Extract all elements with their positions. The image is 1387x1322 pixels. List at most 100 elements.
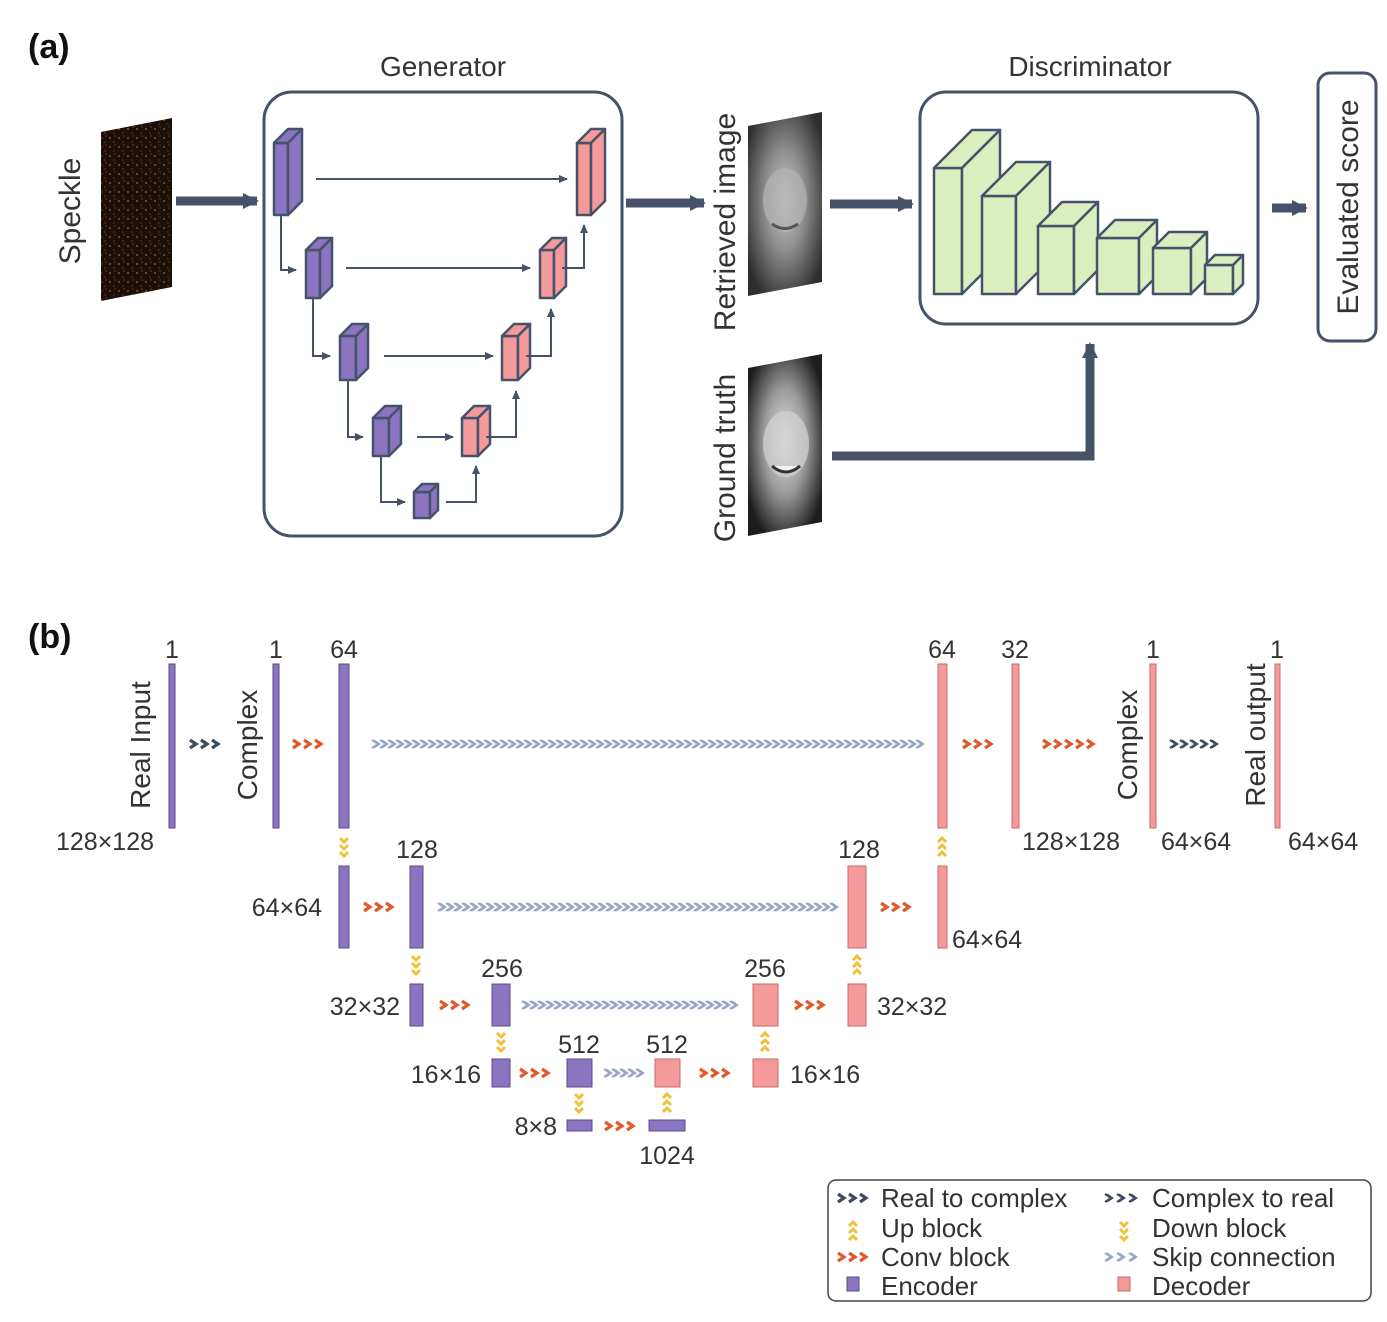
block-enc-64b [338, 865, 350, 949]
legend-up-block: Up block [881, 1213, 983, 1243]
retrieved-label: Retrieved image [709, 113, 742, 331]
channel-label: 256 [481, 955, 523, 983]
block-dec-512 [654, 1058, 681, 1088]
channel-label: 1 [1146, 636, 1160, 664]
down-block-arrow [495, 1031, 507, 1054]
conv-arrow [962, 738, 994, 750]
conv-arrow [880, 901, 912, 913]
block-dec-128 [847, 865, 867, 949]
block-enc-512b [566, 1119, 593, 1132]
down-block-arrow [338, 836, 350, 859]
panel-a-label: (a) [28, 28, 70, 66]
legend-up-block-icon [847, 1219, 859, 1242]
up-block-arrow [759, 1030, 771, 1053]
channel-label: 64 [928, 636, 956, 664]
real-output-label: Real output [1240, 663, 1271, 806]
conv-arrow [794, 999, 826, 1011]
complex-to-real-arrow [1169, 739, 1219, 749]
channel-label: 128 [838, 836, 880, 864]
block-enc-256 [491, 983, 511, 1027]
channel-label: 1024 [639, 1142, 695, 1170]
size-label: 16×16 [790, 1061, 860, 1089]
encoder-blocks [168, 663, 686, 1132]
complex-in-label: Complex [232, 690, 263, 800]
block-enc-256b [491, 1058, 511, 1088]
conv-arrow [363, 901, 395, 913]
legend-decoder-icon [1117, 1276, 1131, 1292]
up-arrow [562, 224, 588, 269]
real-input-label: Real Input [125, 681, 156, 809]
panel-b: (b) Real Input Complex Complex Real outp… [28, 618, 1358, 1170]
size-label: 16×16 [411, 1061, 481, 1089]
encoder-cube [371, 404, 403, 458]
arrow-ground-truth-to-discriminator [832, 342, 1098, 461]
legend: Real to complex Complex to real Up block… [827, 1179, 1372, 1302]
skip-connection-arrow [371, 739, 925, 749]
conv-arrow [1042, 738, 1096, 750]
size-label: 64×64 [1288, 828, 1358, 856]
up-arrow [486, 390, 520, 438]
legend-down-block: Down block [1152, 1213, 1287, 1243]
block-enc-128 [409, 865, 424, 949]
discriminator-block [1095, 218, 1159, 296]
channel-label: 256 [744, 955, 786, 983]
discriminator-box [918, 90, 1260, 326]
decoder-cube [575, 127, 607, 217]
down-arrow [347, 381, 364, 441]
ground-truth-image [748, 354, 822, 536]
down-arrow [380, 457, 406, 506]
conv-arrow [439, 999, 471, 1011]
legend-icons [837, 1192, 1138, 1292]
real-to-complex-arrow [189, 738, 221, 750]
skip-connection-arrow [437, 902, 839, 912]
arrow-chains [189, 738, 1219, 1132]
block-dec-64 [937, 663, 948, 829]
score-box [1316, 71, 1378, 343]
generator-box [262, 90, 624, 538]
block-bottleneck-1024 [648, 1119, 686, 1132]
speckle-image [101, 118, 172, 301]
legend-conv-block: Conv block [881, 1242, 1011, 1272]
encoder-cube [338, 322, 370, 382]
channel-label: 512 [558, 1031, 600, 1059]
up-block-arrow [936, 835, 948, 858]
speckle-label: Speckle [54, 158, 87, 265]
discriminator-network [932, 128, 1245, 296]
block-dec-256 [752, 983, 779, 1027]
block-real-output [1274, 663, 1281, 829]
up-block-arrow [661, 1091, 673, 1114]
size-label: 64×64 [1161, 828, 1231, 856]
panel-b-label: (b) [28, 618, 71, 656]
channel-label: 1 [1270, 636, 1284, 664]
generator-unet [272, 127, 607, 520]
decoder-cube [500, 322, 532, 382]
size-label: 128×128 [1022, 828, 1120, 856]
retrieved-image [748, 112, 822, 296]
block-enc-64a [338, 663, 350, 829]
legend-conv-block-icon [837, 1251, 869, 1263]
up-arrow [526, 308, 555, 357]
size-label: 128×128 [56, 828, 154, 856]
block-complex-in [272, 663, 280, 829]
channel-label: 1 [269, 636, 283, 664]
legend-real-to-complex: Real to complex [881, 1183, 1067, 1213]
panel-a: (a) Speckle Generator Retrieved image Gr… [28, 28, 1378, 542]
channel-label: 1 [165, 636, 179, 664]
generator-title: Generator [380, 51, 506, 82]
legend-skip-connection: Skip connection [1152, 1242, 1336, 1272]
decoder-blocks [654, 663, 1281, 1088]
down-arrow [312, 299, 331, 360]
legend-real-to-complex-icon [837, 1192, 869, 1204]
down-block-arrow [410, 954, 422, 977]
legend-down-block-icon [1118, 1220, 1130, 1243]
size-label: 64×64 [952, 926, 1022, 954]
down-block-arrow [573, 1092, 585, 1115]
size-labels: 128×128 64×64 32×32 16×16 8×8 16×16 32×3… [56, 828, 1358, 1141]
decoder-cube [538, 236, 568, 300]
encoder-cube [412, 482, 440, 520]
legend-box [827, 1179, 1372, 1302]
legend-encoder-icon [846, 1276, 860, 1292]
legend-skip-connection-icon [1104, 1252, 1138, 1262]
conv-arrow [292, 738, 324, 750]
channel-label: 64 [330, 636, 358, 664]
